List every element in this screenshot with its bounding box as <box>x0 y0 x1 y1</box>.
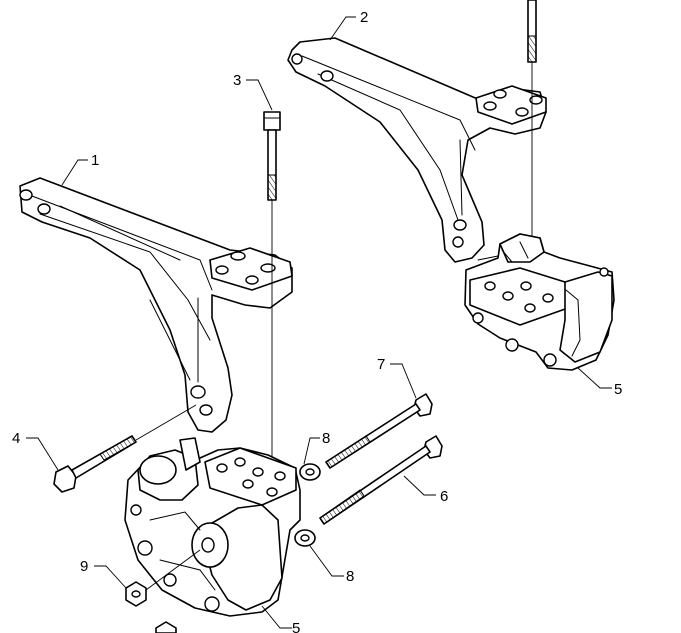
bracket-part-2 <box>287 37 547 263</box>
bolt-part-4 <box>53 404 197 493</box>
stud-right <box>527 0 537 300</box>
callout-leaders <box>26 16 612 629</box>
callout-4: 4 <box>12 430 20 447</box>
callout-2: 2 <box>360 9 368 26</box>
bolt-part-3 <box>263 111 281 470</box>
callout-6: 6 <box>440 488 448 505</box>
bracket-part-1 <box>19 177 293 433</box>
washer-part-8-upper <box>299 463 321 481</box>
callout-labels: 1 2 3 4 5 5 6 7 8 8 9 <box>12 9 622 633</box>
callout-8-lower: 8 <box>346 568 354 585</box>
nut-bottom <box>155 621 177 633</box>
callout-9: 9 <box>80 558 88 575</box>
callout-5-right: 5 <box>614 381 622 398</box>
washer-part-8-lower <box>294 529 316 547</box>
callout-5-left: 5 <box>292 620 300 633</box>
callout-3: 3 <box>233 72 241 89</box>
callout-8-upper: 8 <box>322 430 330 447</box>
bolt-part-7 <box>325 393 433 469</box>
nut-part-9 <box>125 549 201 607</box>
callout-1: 1 <box>91 152 99 169</box>
engine-mount-part-5-left <box>124 437 301 617</box>
bolt-part-6 <box>319 435 443 525</box>
callout-7: 7 <box>377 356 385 373</box>
engine-mount-part-5-right <box>464 233 615 371</box>
